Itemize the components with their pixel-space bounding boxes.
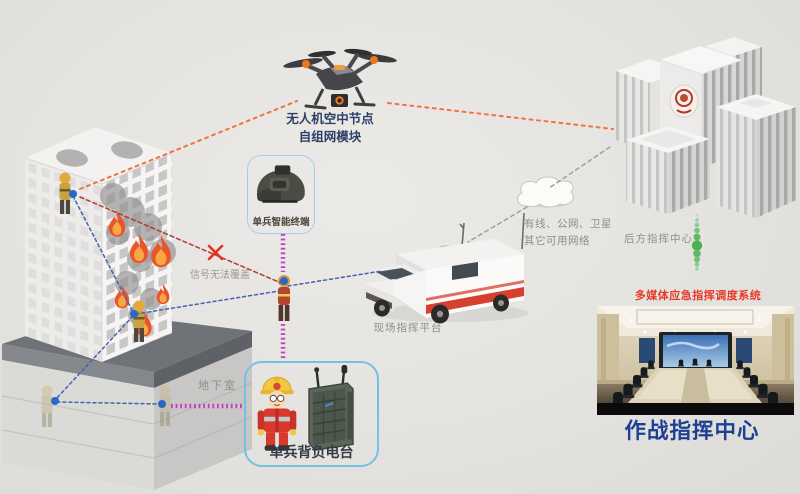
flow-dots (691, 213, 703, 271)
smart-terminal-label: 单兵智能终端 (252, 217, 310, 228)
helmet-terminal-icon (256, 165, 305, 203)
drone-label: 无人机空中节点 自组网模块 (245, 110, 415, 146)
command-room-photo (597, 306, 794, 415)
link-relay-3 (56, 401, 162, 405)
basement-block (1, 312, 253, 490)
link-mesh-left (79, 100, 298, 190)
fireman-cartoon-icon (257, 376, 297, 451)
network-label-line2: 其它可用网络 (524, 235, 590, 247)
radio-icon (308, 365, 354, 451)
drone-label-line1: 无人机空中节点 (286, 112, 374, 126)
link-relay-1 (72, 195, 134, 313)
link-blocked (79, 196, 282, 284)
drone-icon (283, 48, 397, 110)
firefighter-roof (59, 172, 71, 214)
network-cloud-icon (516, 176, 574, 208)
link-relay-5 (287, 270, 383, 287)
link-backbone-1 (548, 146, 611, 189)
backpack-radio-card: 单兵背负电台 (244, 361, 379, 467)
no-signal-label: 信号无法覆盖 (190, 270, 250, 281)
backpack-radio-label: 单兵背负电台 (269, 444, 354, 460)
burning-building-icon (24, 127, 176, 362)
command-vehicle-icon (364, 212, 528, 324)
combat-command-center-title: 作战指挥中心 (624, 419, 760, 443)
no-signal-x-icon (207, 244, 224, 261)
rear-command-center-label: 后方指挥中心 (624, 233, 693, 245)
link-mesh-right (387, 102, 614, 130)
link-relay-2 (54, 315, 134, 401)
firefighter-basement-1 (41, 385, 53, 427)
hq-building-icon (616, 37, 796, 218)
node-dots (51, 190, 288, 408)
link-backbone-2 (467, 206, 528, 243)
field-platform-label: 现场指挥平台 (373, 322, 443, 334)
links (54, 100, 614, 409)
smart-terminal-card: 单兵智能终端 (247, 155, 315, 234)
link-relay-4 (135, 290, 280, 315)
network-label-line1: 有线、公网、卫星 (524, 218, 612, 230)
dispatch-system-title: 多媒体应急指挥调度系统 (634, 290, 762, 302)
network-cloud-label: 有线、公网、卫星 其它可用网络 (524, 216, 634, 250)
basement-label: 地下室 (198, 380, 237, 392)
hq-emblem (669, 84, 699, 118)
drone-label-line2: 自组网模块 (298, 130, 362, 144)
